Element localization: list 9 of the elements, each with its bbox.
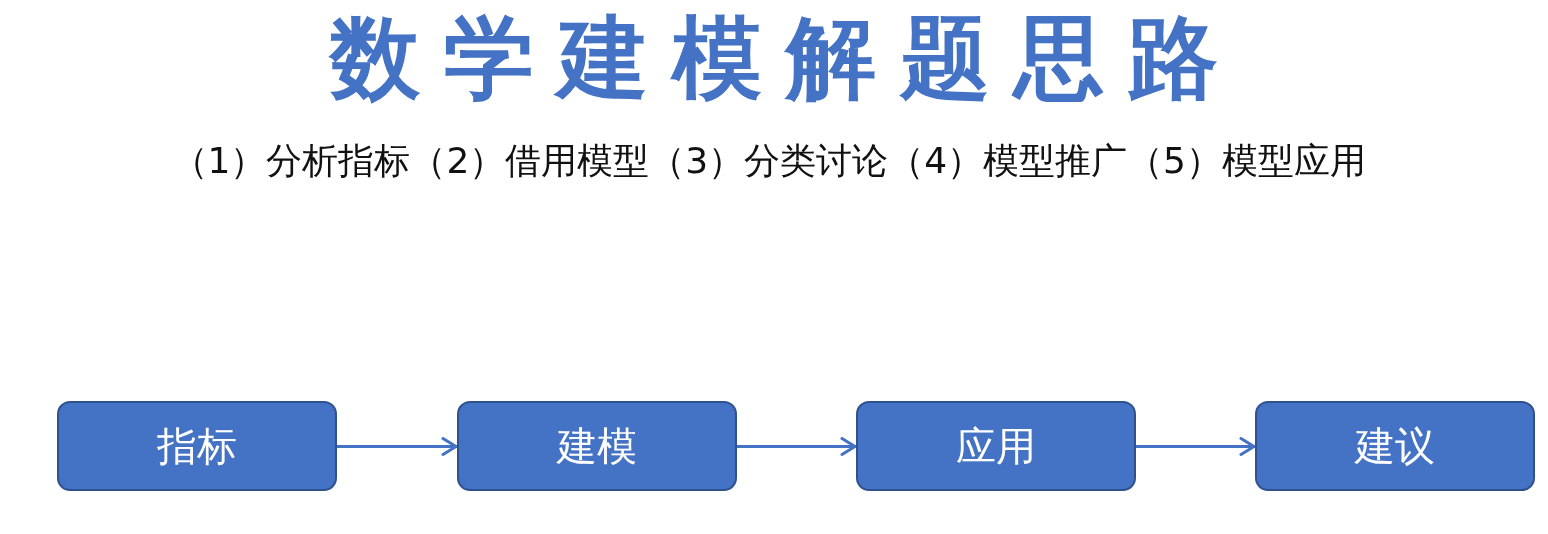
title: 数学建模解题思路 [330,8,1242,108]
process-box: 建议 [1255,401,1535,491]
process-box: 建模 [457,401,737,491]
process-box: 指标 [57,401,337,491]
subtitle-text: （1）分析指标（2）借用模型（3）分类讨论（4）模型推广（5）模型应用 [171,139,1367,183]
process-box: 应用 [856,401,1136,491]
arrow [337,437,458,456]
arrow [1136,437,1256,456]
arrow [737,437,857,456]
